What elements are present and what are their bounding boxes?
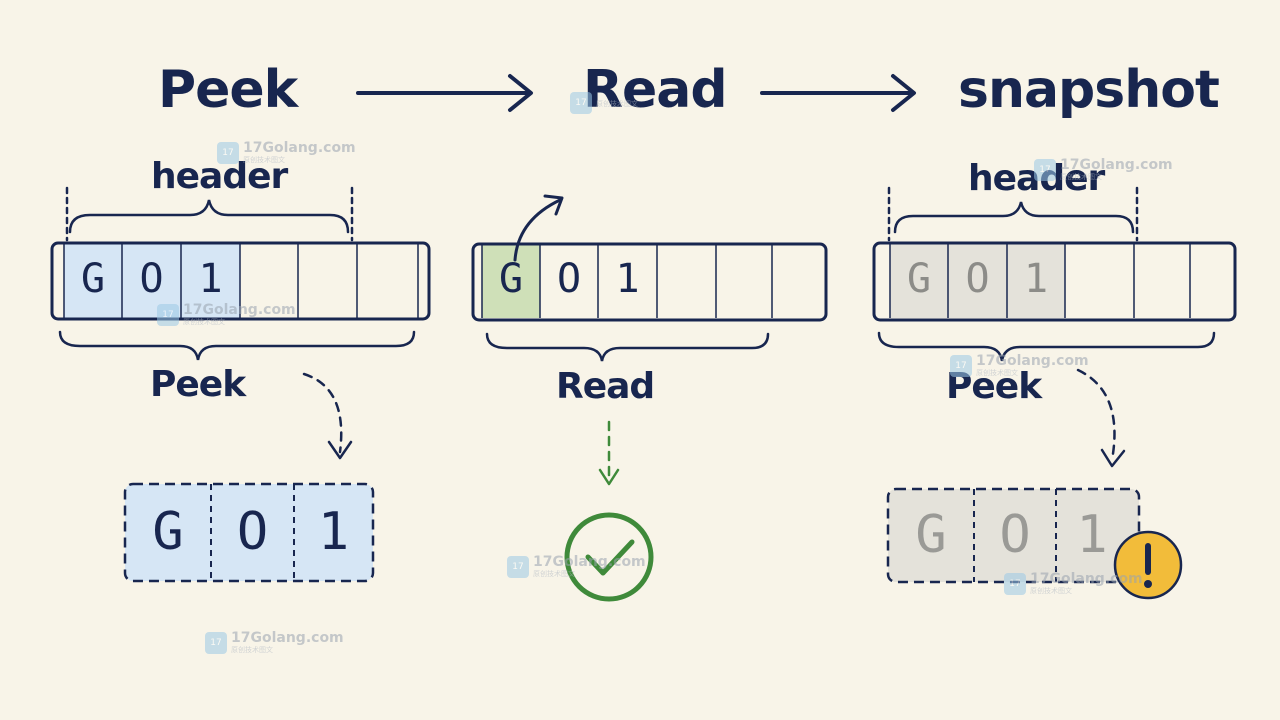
buffer-char: G (498, 256, 524, 302)
right-arrow-icon (760, 74, 916, 112)
dashed-arrow-head (1100, 448, 1126, 468)
result-char: G (152, 502, 184, 562)
warning-icon (1113, 530, 1183, 600)
peek-result-box (123, 482, 375, 583)
buffer-char: O (965, 256, 990, 302)
result-char: O (236, 502, 269, 562)
buffer-char: 1 (198, 256, 223, 302)
header-brace (65, 186, 354, 242)
header-brace (887, 186, 1139, 242)
title-snapshot: snapshot (958, 60, 1220, 120)
dashed-arrow-icon (598, 420, 620, 486)
buffer-char: O (556, 256, 582, 302)
dashed-arrow-icon (1076, 368, 1116, 462)
result-char: 1 (317, 502, 350, 562)
title-read: Read (583, 60, 728, 120)
result-char: 1 (1076, 505, 1108, 565)
peek-brace (58, 330, 416, 361)
peek-buffer (50, 241, 431, 321)
snapshot-buffer (872, 241, 1237, 322)
peek-label: Peek (946, 366, 1042, 407)
buffer-char: 1 (1023, 256, 1049, 302)
peek-label: Peek (150, 364, 246, 405)
curved-arrow-icon (513, 194, 564, 262)
buffer-char: G (80, 256, 106, 302)
read-brace (485, 332, 770, 362)
result-char: G (915, 505, 947, 565)
buffer-char: O (139, 256, 164, 302)
title-peek: Peek (158, 60, 298, 120)
buffer-char: 1 (615, 256, 640, 302)
header-label: header (968, 158, 1105, 199)
header-label: header (151, 156, 288, 197)
dashed-arrow-icon (302, 372, 343, 454)
read-buffer (471, 242, 828, 322)
buffer-char: G (906, 256, 932, 302)
dashed-arrow-head (327, 440, 353, 460)
checkmark-icon (564, 512, 654, 602)
right-arrow-icon (356, 74, 533, 112)
read-label: Read (556, 366, 655, 407)
peek-brace (877, 331, 1216, 362)
result-char: O (999, 505, 1031, 565)
